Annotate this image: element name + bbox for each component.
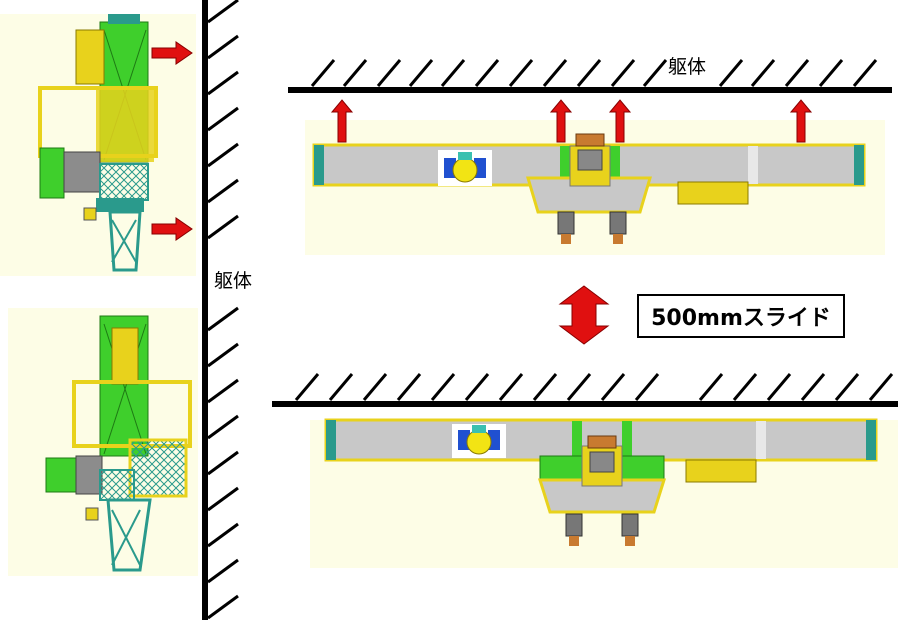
ceiling-top xyxy=(288,59,892,93)
red-arrow-icon xyxy=(151,217,193,241)
double-arrow-icon xyxy=(558,285,610,345)
operator-figure-icon xyxy=(438,150,492,186)
lift-machine-bottom xyxy=(45,315,192,572)
structure-label-top: 躯体 xyxy=(668,56,707,78)
platform-machine-bottom xyxy=(324,418,878,546)
slide-distance-label: 500mmスライド xyxy=(637,294,845,338)
red-arrow-icon xyxy=(549,99,573,143)
vertical-wall xyxy=(202,0,239,620)
red-arrow-icon xyxy=(789,99,813,143)
ceiling-bottom xyxy=(272,373,898,407)
structure-label-wall: 躯体 xyxy=(214,270,253,292)
platform-machine-top xyxy=(312,133,866,244)
operator-figure-icon xyxy=(452,424,506,458)
red-arrow-icon xyxy=(330,99,354,143)
red-arrow-icon xyxy=(608,99,632,143)
lift-machine-top xyxy=(38,14,158,272)
red-arrow-icon xyxy=(151,41,193,65)
